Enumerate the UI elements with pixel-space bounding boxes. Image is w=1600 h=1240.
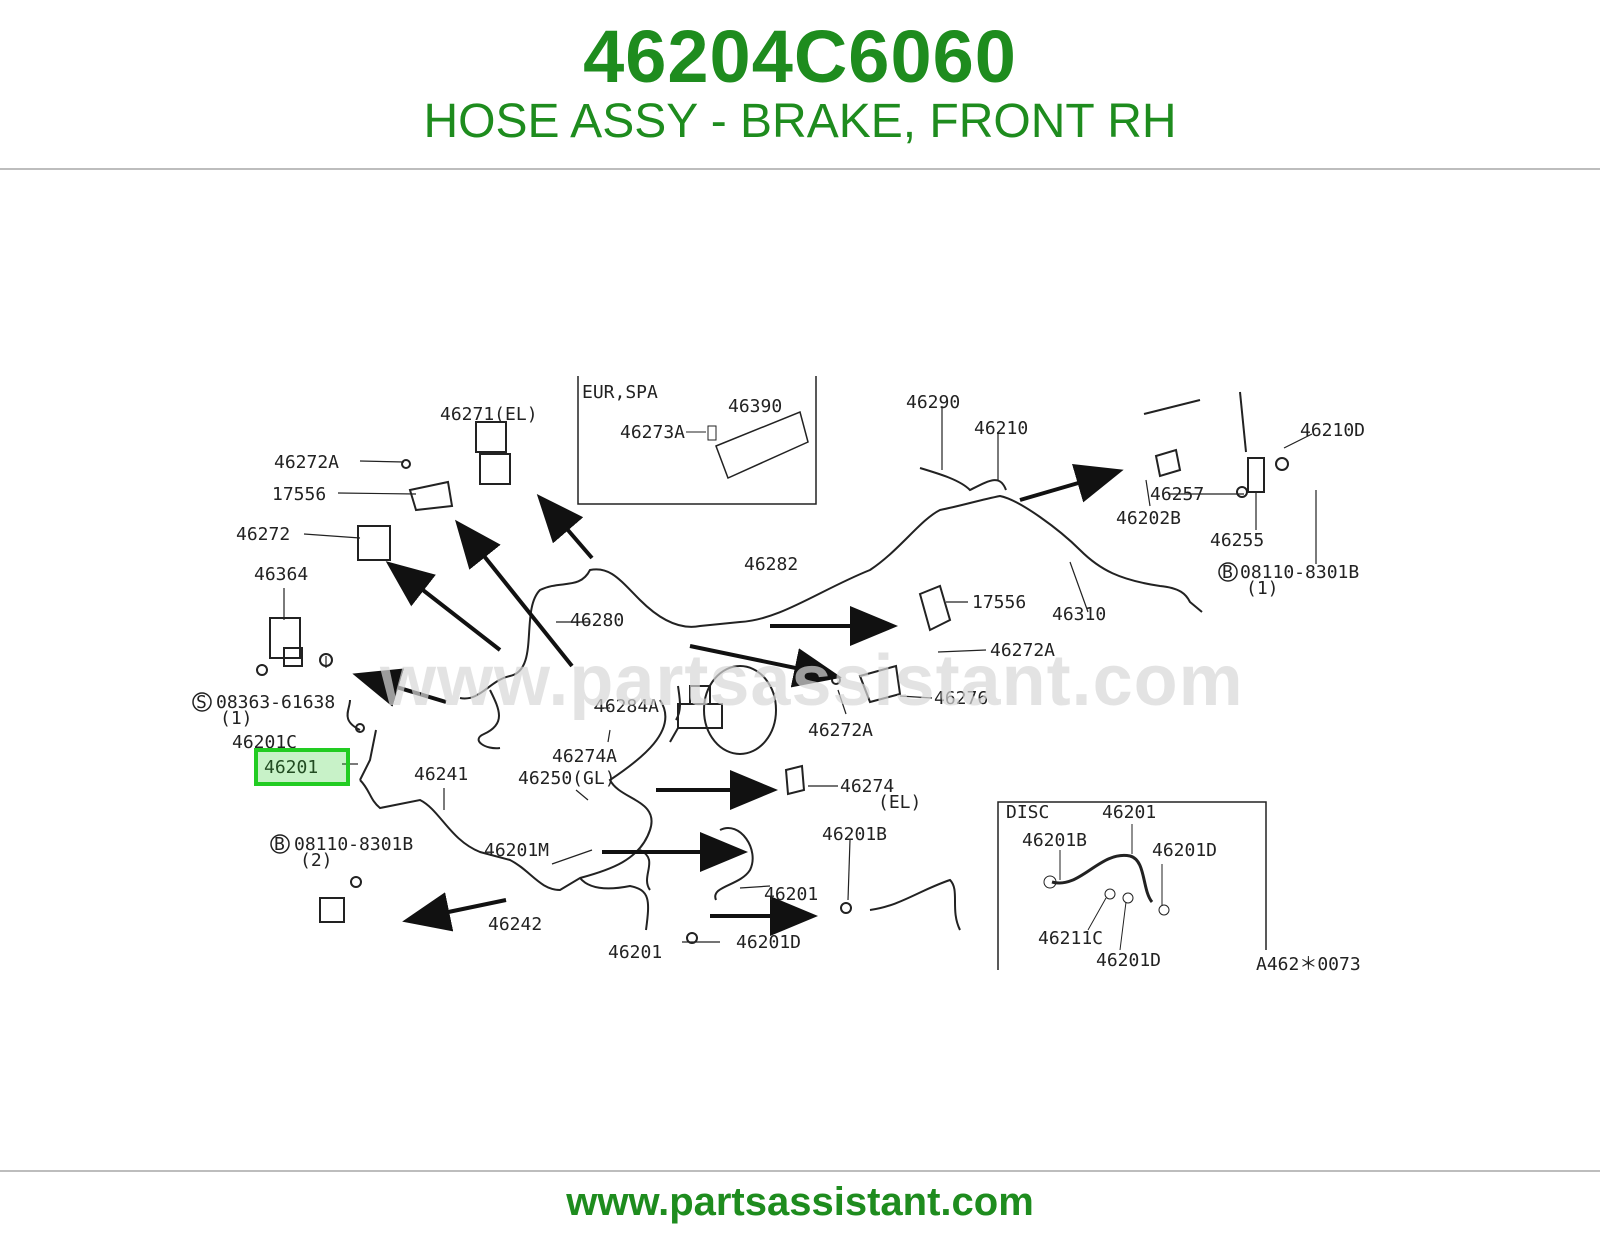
callout-46257: 46257 (1150, 484, 1204, 505)
components (256, 391, 1289, 944)
callout-08110-8301b-left: 08110-8301B (294, 834, 413, 855)
leader-lines (283, 406, 1317, 943)
inset-disc-label-46201d-a: 46201D (1152, 840, 1217, 861)
callout-46242: 46242 (488, 914, 542, 935)
brake-lines (346, 467, 1203, 931)
inset-eur-spa: EUR,SPA 46390 46273A (577, 376, 817, 505)
callout-46274: 46274 (840, 776, 894, 797)
part-description: HOSE ASSY - BRAKE, FRONT RH (423, 95, 1177, 148)
inset-disc-title: DISC (1006, 802, 1049, 823)
inset-eur-label-46273a: 46273A (620, 422, 685, 443)
parts-diagram: EUR,SPA 46390 46273A DISC 46201 46201B 4… (180, 330, 1420, 1010)
callout-46274a: 46274A (552, 746, 617, 767)
callout-17556-right: 17556 (972, 592, 1026, 613)
callout-46284a: 46284A (594, 696, 659, 717)
callout-46201m: 46201M (484, 840, 549, 861)
header-divider (0, 168, 1600, 170)
callout-46272a-top: 46272A (274, 452, 339, 473)
callout-46364: 46364 (254, 564, 308, 585)
figure-code: A462＊0073 (1256, 954, 1361, 975)
callout-46272a-right: 46272A (990, 640, 1055, 661)
callout-46201-highlighted: 46201 (264, 757, 318, 778)
callout-46201c: 46201C (232, 732, 297, 753)
callout-qty-1-right: (1) (1246, 578, 1279, 599)
callout-qty-1-left: (1) (220, 708, 253, 729)
callout-08363-61638: 08363-61638 (216, 692, 335, 713)
circle-letters: S B B (192, 562, 1238, 855)
callout-46310: 46310 (1052, 604, 1106, 625)
watermark: www.partsassistant.com (380, 641, 1244, 721)
inset-disc-label-46201b: 46201B (1022, 830, 1087, 851)
callout-46250gl: 46250(GL) (518, 768, 616, 789)
callout-46241: 46241 (414, 764, 468, 785)
inset-disc-label-46211c: 46211C (1038, 928, 1103, 949)
callout-17556-left: 17556 (272, 484, 326, 505)
callout-46272a-lower: 46272A (808, 720, 873, 741)
callout-08110-8301b-right: 08110-8301B (1240, 562, 1359, 583)
callout-46255: 46255 (1210, 530, 1264, 551)
callout-46271el: 46271(EL) (440, 404, 538, 425)
brake-booster (669, 665, 777, 755)
callout-46210: 46210 (974, 418, 1028, 439)
circle-letter-b-left: B (274, 834, 285, 855)
footer-url-link[interactable]: www.partsassistant.com (566, 1180, 1034, 1224)
callout-46201b: 46201B (822, 824, 887, 845)
callout-46201d: 46201D (736, 932, 801, 953)
callout-46290: 46290 (906, 392, 960, 413)
callout-46272: 46272 (236, 524, 290, 545)
inset-disc-label-46201d-b: 46201D (1096, 950, 1161, 971)
inset-disc-label-46201: 46201 (1102, 802, 1156, 823)
callout-46282: 46282 (744, 554, 798, 575)
callout-46201-mid: 46201 (764, 884, 818, 905)
callout-qty-2: (2) (300, 850, 333, 871)
callout-46274-el: (EL) (878, 792, 921, 813)
callout-46201-bottom: 46201 (608, 942, 662, 963)
callout-46276: 46276 (934, 688, 988, 709)
inset-disc: DISC 46201 46201B 46201D 46211C 46201D (997, 801, 1267, 971)
inset-eur-title: EUR,SPA (582, 382, 658, 403)
callout-46210d: 46210D (1300, 420, 1365, 441)
part-number: 46204C6060 (583, 15, 1017, 98)
inset-eur-label-46390: 46390 (728, 396, 782, 417)
diagram-svg: EUR,SPA 46390 46273A DISC 46201 46201B 4… (192, 376, 1365, 975)
footer-divider (0, 1170, 1600, 1172)
arrows (352, 464, 1124, 936)
callout-labels: 46271(EL) 46272A 17556 46272 46364 08363… (216, 392, 1365, 975)
circle-letter-s: S (196, 692, 207, 713)
circle-letter-b-right: B (1222, 562, 1233, 583)
callout-46280: 46280 (570, 610, 624, 631)
page-header: 46204C6060 HOSE ASSY - BRAKE, FRONT RH (0, 0, 1600, 168)
selected-part-highlight (254, 748, 350, 786)
callout-46202b: 46202B (1116, 508, 1181, 529)
